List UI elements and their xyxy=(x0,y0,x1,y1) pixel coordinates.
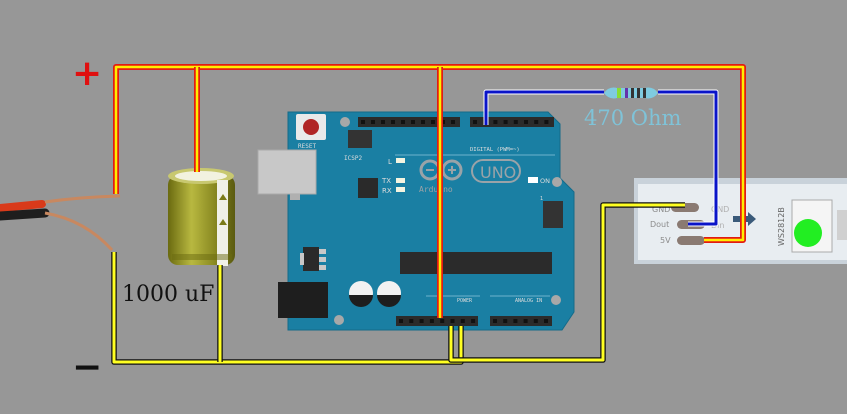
data-wire-pin6-core xyxy=(484,90,604,125)
header-pin xyxy=(493,319,497,323)
header-pin xyxy=(544,319,548,323)
header-pin xyxy=(450,319,455,323)
led-l xyxy=(396,158,405,163)
pad-label-dout: Dout xyxy=(650,220,669,229)
pad-label-gnd: GND xyxy=(652,205,670,214)
digital-header-left xyxy=(358,117,460,127)
led-on-label: ON xyxy=(540,177,550,185)
power-jack xyxy=(278,282,328,318)
header-pin xyxy=(429,319,434,323)
header-pin xyxy=(513,120,518,124)
reset-label: RESET xyxy=(298,143,316,150)
header-pin xyxy=(533,319,538,323)
analog-header xyxy=(490,316,552,326)
led-rx-label: RX xyxy=(382,187,392,195)
arduino-brand-label: Arduino xyxy=(419,185,453,194)
header-pin xyxy=(473,120,477,124)
usb-chip xyxy=(358,178,378,198)
power-header xyxy=(396,316,478,326)
header-pin xyxy=(411,120,415,124)
header-pin xyxy=(493,120,498,124)
data-wire-din-core xyxy=(658,90,718,226)
led-tx-label: TX xyxy=(381,177,391,185)
power-cable xyxy=(0,194,121,252)
resistor-470-ohm xyxy=(604,87,658,99)
digital-label: DIGITAL (PWM=~) xyxy=(470,147,520,153)
icsp-header xyxy=(543,201,563,228)
header-pin xyxy=(503,120,508,124)
header-pin xyxy=(524,120,528,124)
header-pin xyxy=(471,319,476,323)
positive-wire-main-core xyxy=(114,65,745,242)
power-label: POWER xyxy=(457,298,473,304)
pad-5v xyxy=(677,236,705,245)
led-l-label: L xyxy=(388,158,392,166)
header-pin xyxy=(371,120,375,124)
voltage-regulator xyxy=(303,247,319,271)
header-pin xyxy=(391,120,395,124)
header-pin xyxy=(401,120,405,124)
led-rx xyxy=(396,187,405,192)
positive-terminal-label: + xyxy=(72,53,103,94)
header-pin xyxy=(460,319,465,323)
header-pin xyxy=(419,319,424,323)
led-on xyxy=(528,177,538,183)
usb-connector xyxy=(257,149,317,195)
arduino-uno-board: RESET ICSP2 DIGITAL (PWM=~) L TX RX ON xyxy=(257,111,575,331)
icsp2-label: ICSP2 xyxy=(344,155,362,162)
header-pin xyxy=(534,120,539,124)
digital-header-right xyxy=(470,117,554,127)
capacitor-value-label: 1000 uF xyxy=(122,282,215,307)
header-pin xyxy=(399,319,403,323)
rgb-led xyxy=(794,219,822,247)
negative-terminal-label: − xyxy=(72,347,103,388)
analog-label: ANALOG IN xyxy=(515,298,542,304)
resistor-value-label: 470 Ohm xyxy=(584,106,682,130)
pad-label-gnd-in: GND xyxy=(711,205,729,214)
header-pin xyxy=(503,319,508,323)
header-pin xyxy=(409,319,414,323)
header-pin xyxy=(451,120,455,124)
header-pin xyxy=(381,120,385,124)
ground-wire-strip-core xyxy=(449,203,685,362)
icsp2-header xyxy=(348,130,372,148)
atmega-chip xyxy=(400,252,552,274)
header-pin xyxy=(513,319,518,323)
header-pin xyxy=(431,120,435,124)
pad-label-5v: 5V xyxy=(660,236,671,245)
chip-label: WS2812B xyxy=(777,207,786,246)
header-pin xyxy=(421,120,425,124)
header-pin xyxy=(523,319,528,323)
led-tx xyxy=(396,178,405,183)
header-pin xyxy=(361,120,365,124)
uno-label: UNO xyxy=(480,163,516,182)
ground-wire-main-core xyxy=(112,252,463,364)
header-pin xyxy=(440,319,445,323)
electrolytic-capacitor xyxy=(168,168,235,266)
header-pin xyxy=(544,120,549,124)
icsp-pin1-label: 1 xyxy=(540,196,543,202)
